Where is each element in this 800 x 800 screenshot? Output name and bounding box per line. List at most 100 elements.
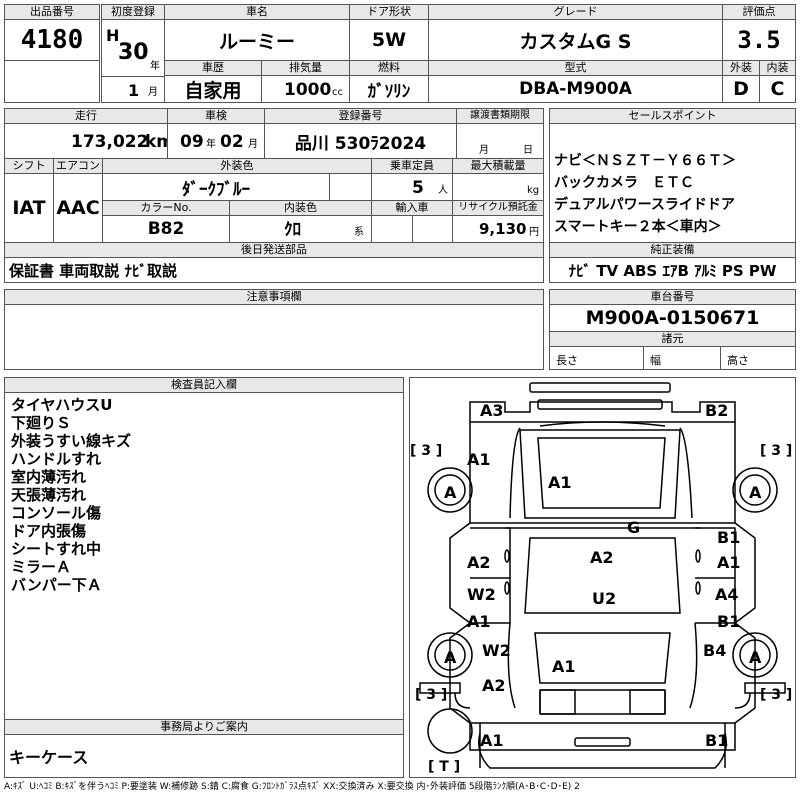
sales-point-line: ナビ＜ＮＳＺＴ－Ｙ６６Ｔ＞ [554,153,736,169]
capacity-value: 5 [412,178,424,198]
damage-mark: W2 [467,585,496,604]
inspector-note: シートすれ中 [11,540,102,558]
inspection-year: 09 [180,132,204,152]
rating-value: 3.5 [737,26,781,54]
displacement-value: 1000 [284,80,332,100]
month-unit: 月 [148,87,158,98]
office-label: 事務局よりご案内 [4,719,404,735]
recycle-label: リサイクル預託金 [452,200,544,216]
tire-depth: [ 3 ] [760,443,792,459]
lot-number-spacer [4,60,100,103]
inspection-month: 02 [220,132,244,152]
width-label: 幅 [650,354,661,367]
equipment: ﾅﾋﾞ TV ABS ｴｱB ｱﾙﾐ PS PW [549,257,796,283]
inspection-month-unit: 月 [248,139,258,150]
import-box-b [412,215,453,243]
tire-depth: [ T ] [428,759,460,775]
damage-mark: B1 [705,731,728,750]
capacity-unit: 人 [438,185,448,196]
lot-number: 4180 [4,19,100,61]
inspector-note: 外装うすい線キズ [11,432,132,450]
first-registration-month: 1 月 [101,76,165,103]
first-registration-label: 初度登録 [101,4,165,20]
damage-mark: A1 [548,473,572,492]
color-number: B82 [102,215,230,243]
later-parts: 保証書 車両取説 ﾅﾋﾞ取説 [4,257,544,283]
inspector-note: ドア内張傷 [11,522,87,540]
inspector-note: タイヤハウスU [11,396,113,414]
inspector-note: コンソール傷 [11,504,102,522]
chassis-number: M900A-0150671 [549,304,796,332]
tire-mark: A [749,483,762,502]
chassis-label: 車台番号 [549,289,796,305]
door-label: ドア形状 [349,4,429,20]
damage-mark: A1 [467,450,491,469]
recycle-fee: 9,130 円 [452,215,544,243]
damage-mark: A2 [467,553,491,572]
inspector-note: ハンドルすれ [11,450,102,468]
office-notice: キーケース [4,734,404,778]
shift-value: IAT [12,197,46,219]
inspector-label: 検査員記入欄 [4,377,404,393]
color-label: 外装色 [102,158,372,174]
equipment-value: ﾅﾋﾞ TV ABS ｴｱB ｱﾙﾐ PS PW [568,261,777,280]
sales-points-label: セールスポイント [549,108,796,124]
ac-label: エアコン [53,158,103,174]
air-conditioner: AAC [53,173,103,243]
interior-color-unit: 系 [354,227,364,238]
model-label: 型式 [428,60,723,76]
mileage-unit: km [145,132,167,152]
model-value: DBA-M900A [519,79,632,99]
damage-mark: B1 [717,528,740,547]
tire-mark: A [444,648,457,667]
displacement-label: 排気量 [261,60,350,76]
inspector-note: 天張薄汚れ [11,486,87,504]
car-outline [419,382,786,769]
damage-mark: G [627,518,640,537]
notes-area [4,304,544,370]
lot-number-value: 4180 [20,25,84,55]
interior-value: C [770,78,785,100]
model: DBA-M900A [428,75,723,103]
mileage-label: 走行 [4,108,168,124]
history-label: 車歴 [164,60,262,76]
door-type: 5W [349,19,429,61]
equipment-label: 純正装備 [549,242,796,258]
era-letter: H [106,26,120,45]
ac-value: AAC [56,197,100,219]
damage-mark: U2 [592,589,616,608]
damage-mark: A1 [552,657,576,676]
damage-mark: B4 [703,641,726,660]
displacement: 1000 cc [261,75,350,103]
tire-depth-marks: [ 3 ][ 3 ][ 3 ][ 3 ][ T ] [410,443,792,775]
damage-mark: W2 [482,641,511,660]
height-label: 高さ [727,354,749,367]
mileage-value: 173,022 [71,132,149,152]
fuel: ｶﾞｿﾘﾝ [349,75,429,103]
damage-mark: A2 [590,548,614,567]
interior-rating: C [759,75,796,103]
first-registration-year: H 30 年 [101,19,165,77]
inspector-note: バンパー下Ａ [11,576,102,594]
inspection-year-unit: 年 [206,139,216,150]
recycle-value: 9,130 [479,220,527,238]
exterior-value: D [733,78,749,100]
transfer-day-unit: 日 [523,145,533,156]
plate-value: 品川 530ﾗ2024 [294,133,427,154]
inspector-note: 室内薄汚れ [11,468,87,486]
shift-label: シフト [4,158,54,174]
exterior-color-extra [329,173,372,201]
inspector-notes: タイヤハウスU 下廻りＳ 外装うすい線キズ ハンドルすれ 室内薄汚れ 天張薄汚れ… [4,392,404,720]
office-value: キーケース [9,748,89,767]
spec-length: 長さ [549,346,644,370]
interior-color-label: 内装色 [229,200,372,216]
exterior-label: 外装 [722,60,760,76]
sales-points: ナビ＜ＮＳＺＴ－Ｙ６６Ｔ＞ バックカメラ ＥＴＣ デュアルパワースライドドア ス… [549,123,796,243]
notes-label: 注意事項欄 [4,289,544,305]
damage-mark: A4 [715,585,739,604]
spec-width: 幅 [643,346,721,370]
import-box-a [371,215,413,243]
